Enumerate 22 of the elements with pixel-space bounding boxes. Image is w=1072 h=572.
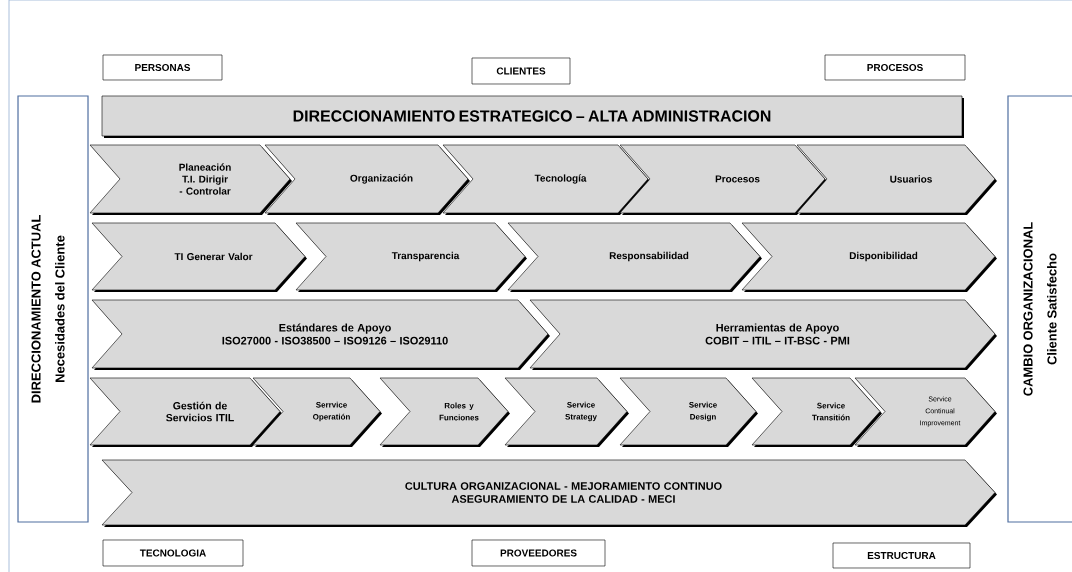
label-box: PERSONAS <box>102 54 223 81</box>
chevron-band: Usuarios <box>796 144 997 215</box>
label-box: ESTRUCTURA <box>832 542 971 569</box>
label-box: TECNOLOGIA <box>102 539 244 567</box>
chevron-band: Transparencia <box>295 222 527 292</box>
label-box: PROVEEDORES <box>471 539 606 567</box>
chevron-band: Herramientas de Apoyo COBIT – ITIL – IT-BSC - PMI <box>529 299 997 370</box>
side-panel: DIRECCIONAMIENTO ACTUAL Necesidades del Cliente <box>17 95 89 523</box>
label-box: CLIENTES <box>471 57 571 85</box>
chevron-band: Planeación T.I. Dirigir - Controlar <box>89 144 292 215</box>
chevron-band: Disponibilidad <box>741 222 997 292</box>
chevron-band: TI Generar Valor <box>91 222 307 292</box>
chevron-band: Procesos <box>619 144 827 215</box>
chevron-band: CULTURA ORGANIZACIONAL - MEJORAMIENTO CONTINUO ASEGURAMIENTO DE LA CALIDAD - MECI <box>101 459 997 527</box>
label-box: PROCESOS <box>824 54 966 81</box>
banner-box: DIRECCIONAMIENTO ESTRATEGICO – ALTA ADMINISTRACION <box>101 95 964 138</box>
side-panel: CAMBIO ORGANIZACIONAL Cliente Satisfecho <box>1007 95 1072 523</box>
chevron-band: Organización <box>264 144 470 215</box>
chevron-band: Estándares de Apoyo ISO27000 - ISO38500 – ISO9126 – ISO29110 <box>91 299 550 370</box>
chevron-band: Gestión de Servicios ITIL <box>89 377 282 447</box>
chevron-band: Responsabilidad <box>507 222 762 292</box>
chevron-band: Tecnología <box>442 144 650 215</box>
